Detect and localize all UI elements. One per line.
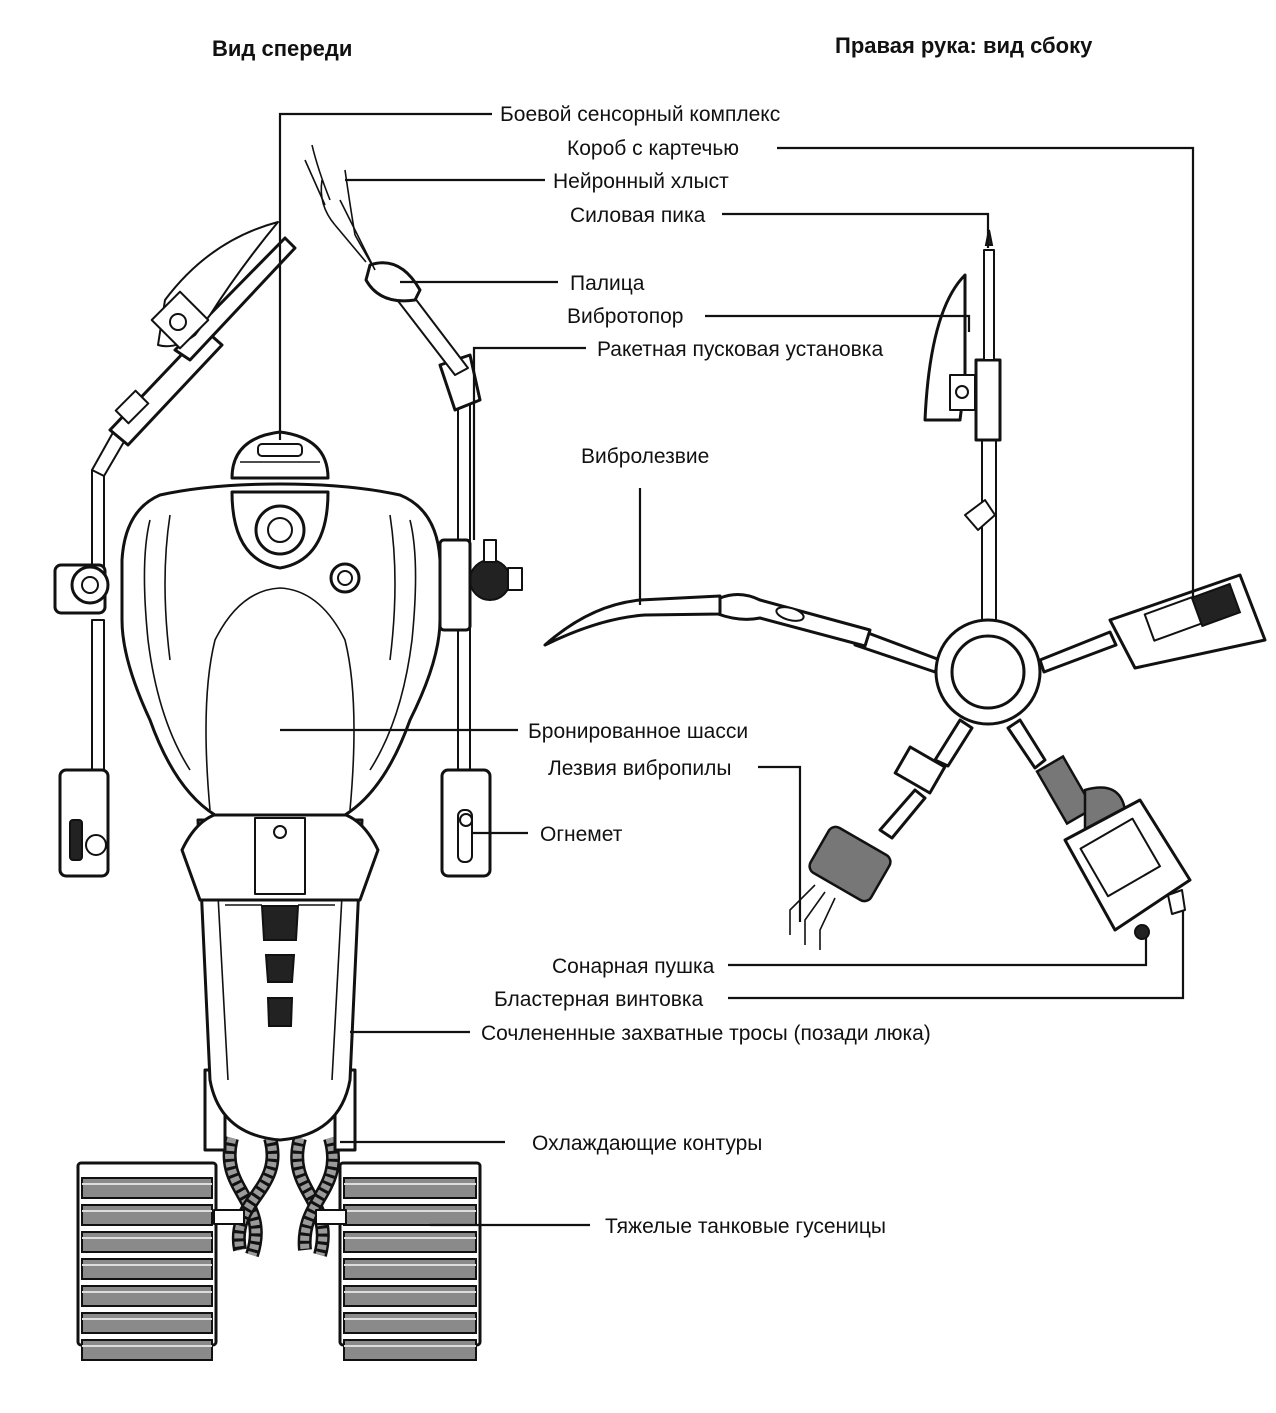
label-cooling-loops: Охлаждающие контуры [532, 1132, 762, 1155]
header-front-view: Вид спереди [212, 36, 352, 61]
label-neural-whip: Нейронный хлыст [553, 170, 729, 193]
label-blaster-rifle: Бластерная винтовка [494, 988, 704, 1011]
side-view-arm [543, 229, 1267, 950]
label-vibrosaw-blades: Лезвия вибропилы [548, 757, 731, 780]
callout-labels: Боевой сенсорный комплекс Короб с картеч… [481, 103, 931, 1238]
cooling-loops [213, 1136, 347, 1258]
leader-lines [278, 112, 1195, 1227]
label-vibroblade: Вибролезвие [581, 445, 709, 468]
label-heavy-treads: Тяжелые танковые гусеницы [605, 1215, 886, 1238]
label-mace: Палица [570, 272, 645, 295]
lower-trunk [180, 810, 380, 1152]
left-arm [58, 221, 297, 878]
label-power-pike: Силовая пика [570, 204, 706, 227]
label-sonic-cannon: Сонарная пушка [552, 955, 715, 978]
right-arm [304, 144, 523, 878]
right-tread [338, 1161, 482, 1361]
label-grappling-cables: Сочлененные захватные тросы (позади люка… [481, 1022, 931, 1045]
label-vibroaxe: Вибротопор [567, 305, 683, 328]
label-canister-box: Короб с картечью [567, 137, 739, 160]
label-combat-sensor-suite: Боевой сенсорный комплекс [500, 103, 780, 126]
armored-chassis [120, 482, 442, 817]
shoulder-joints [53, 538, 472, 632]
header-right-arm-side-view: Правая рука: вид сбоку [835, 33, 1093, 58]
left-tread [76, 1161, 218, 1361]
label-armored-chassis: Бронированное шасси [528, 720, 748, 743]
label-flamethrower: Огнемет [540, 823, 623, 846]
front-view-droid [53, 144, 523, 1361]
label-missile-launcher: Ракетная пусковая установка [597, 338, 883, 361]
